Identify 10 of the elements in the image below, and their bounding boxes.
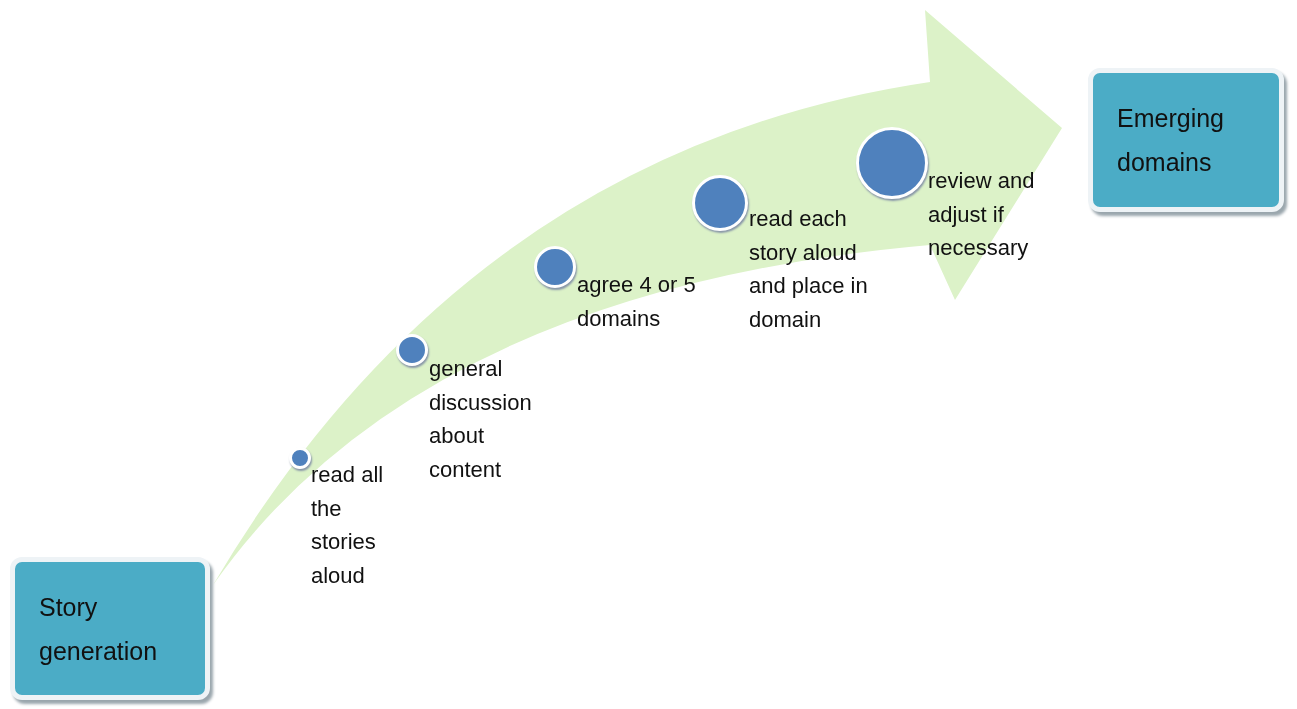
step-label: read all the stories aloud xyxy=(311,461,385,590)
step-label: agree 4 or 5 domains xyxy=(577,271,697,333)
step-label: read each story aloud and place in domain xyxy=(749,205,869,334)
curved-arrow xyxy=(213,10,1062,585)
process-box xyxy=(1088,68,1284,212)
box-label: Emerging domains xyxy=(1117,103,1225,178)
step-label: general discussion about content xyxy=(429,355,533,484)
process-box xyxy=(10,557,210,700)
box-label: Story generation xyxy=(39,591,159,667)
step-label: review and adjust if necessary xyxy=(928,167,1036,262)
